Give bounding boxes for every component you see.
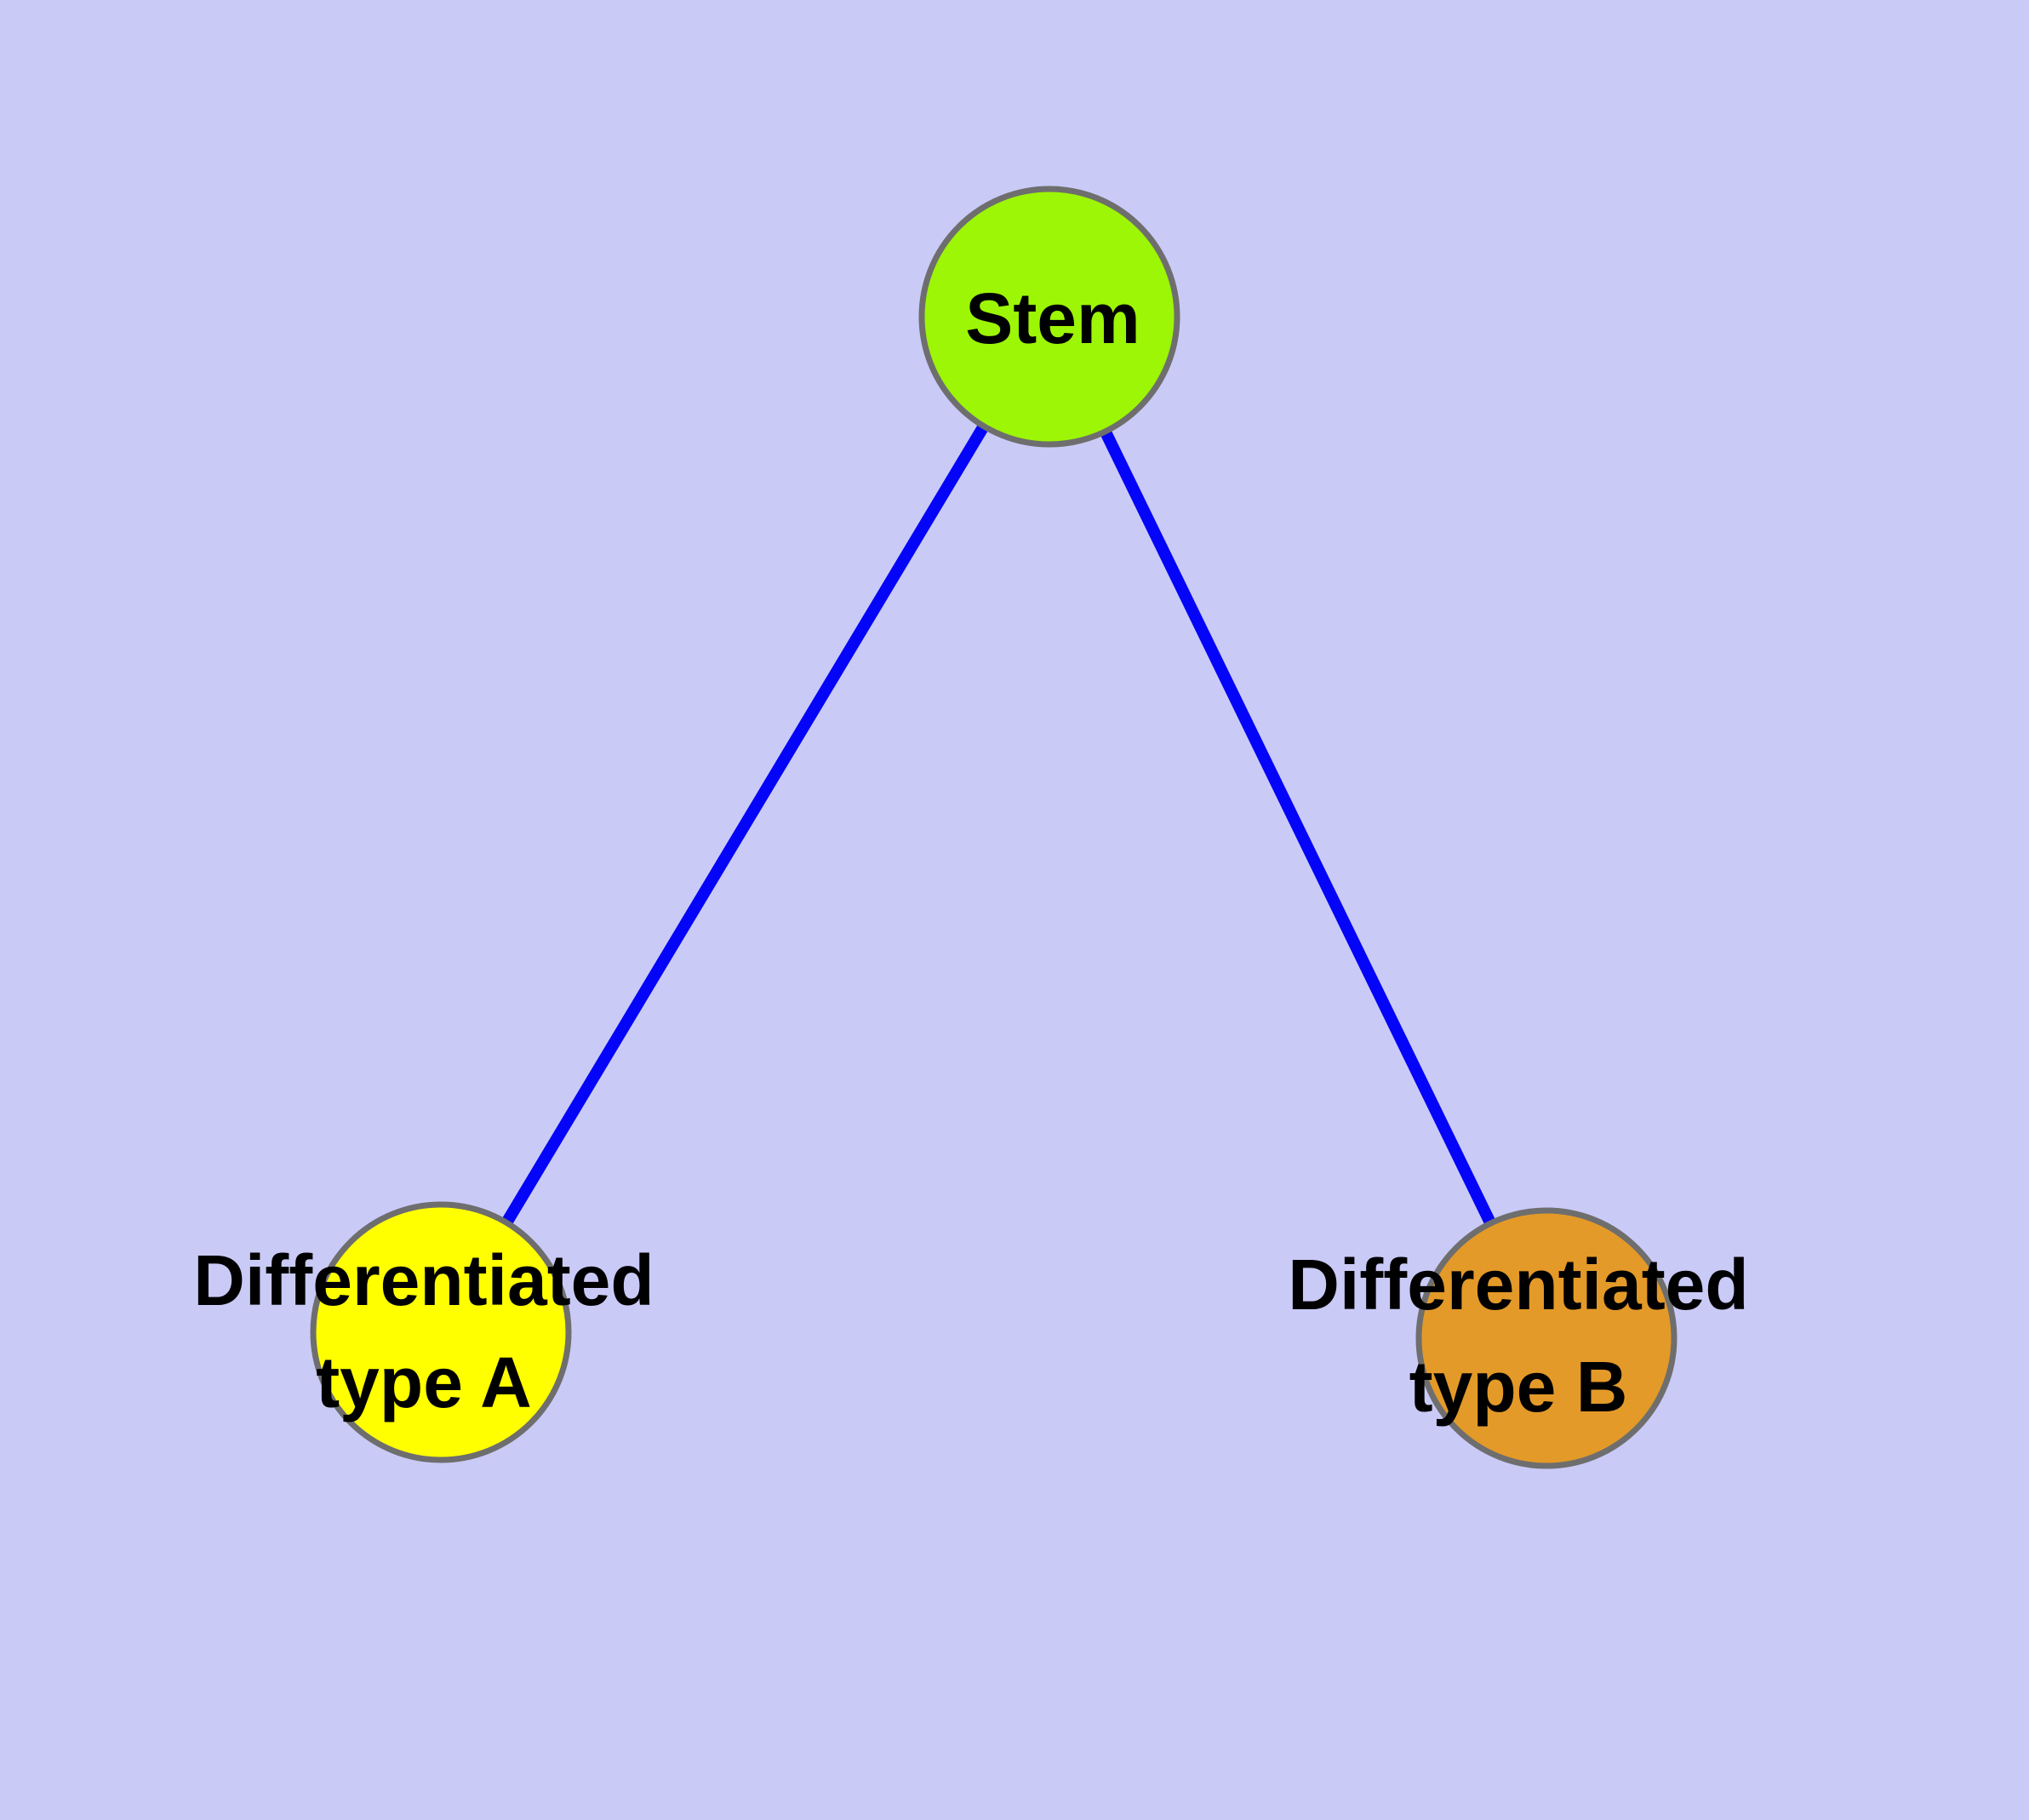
node-differentiated-type-b-circle (1415, 1207, 1677, 1469)
node-differentiated-type-b-label-line2: type B (1409, 1347, 1628, 1427)
node-stem-circle (918, 186, 1180, 448)
edge-stem-to-type-b (1043, 313, 1552, 1342)
node-differentiated-type-a-label-line1: Differentiated (193, 1240, 654, 1320)
node-differentiated-type-b-label-line1: Differentiated (1288, 1245, 1748, 1325)
edge-stem-to-type-a (435, 313, 1055, 1336)
node-differentiated-type-a-circle (310, 1201, 572, 1463)
node-stem-label: Stem (965, 278, 1140, 358)
node-differentiated-type-a-label-line2: type A (316, 1342, 532, 1422)
